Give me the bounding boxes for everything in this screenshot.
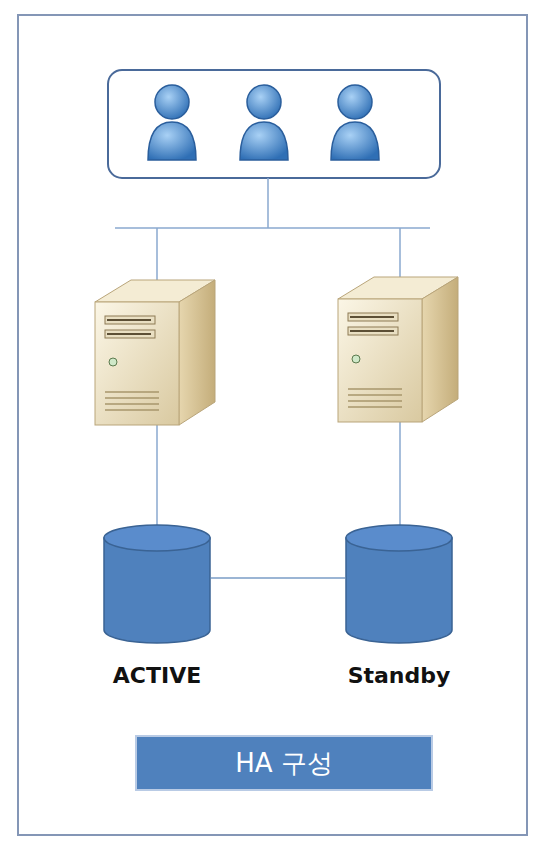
database-node: Standby xyxy=(345,522,453,697)
title-band: HA 구성 xyxy=(135,735,433,791)
node-label: ACTIVE xyxy=(73,662,241,690)
database-cylinder xyxy=(345,522,453,646)
node-label: Standby xyxy=(315,662,483,690)
replication-line xyxy=(211,577,345,579)
band-label: HA 구성 xyxy=(235,748,333,778)
database-cylinder xyxy=(103,522,211,646)
database-node: ACTIVE xyxy=(103,522,211,697)
